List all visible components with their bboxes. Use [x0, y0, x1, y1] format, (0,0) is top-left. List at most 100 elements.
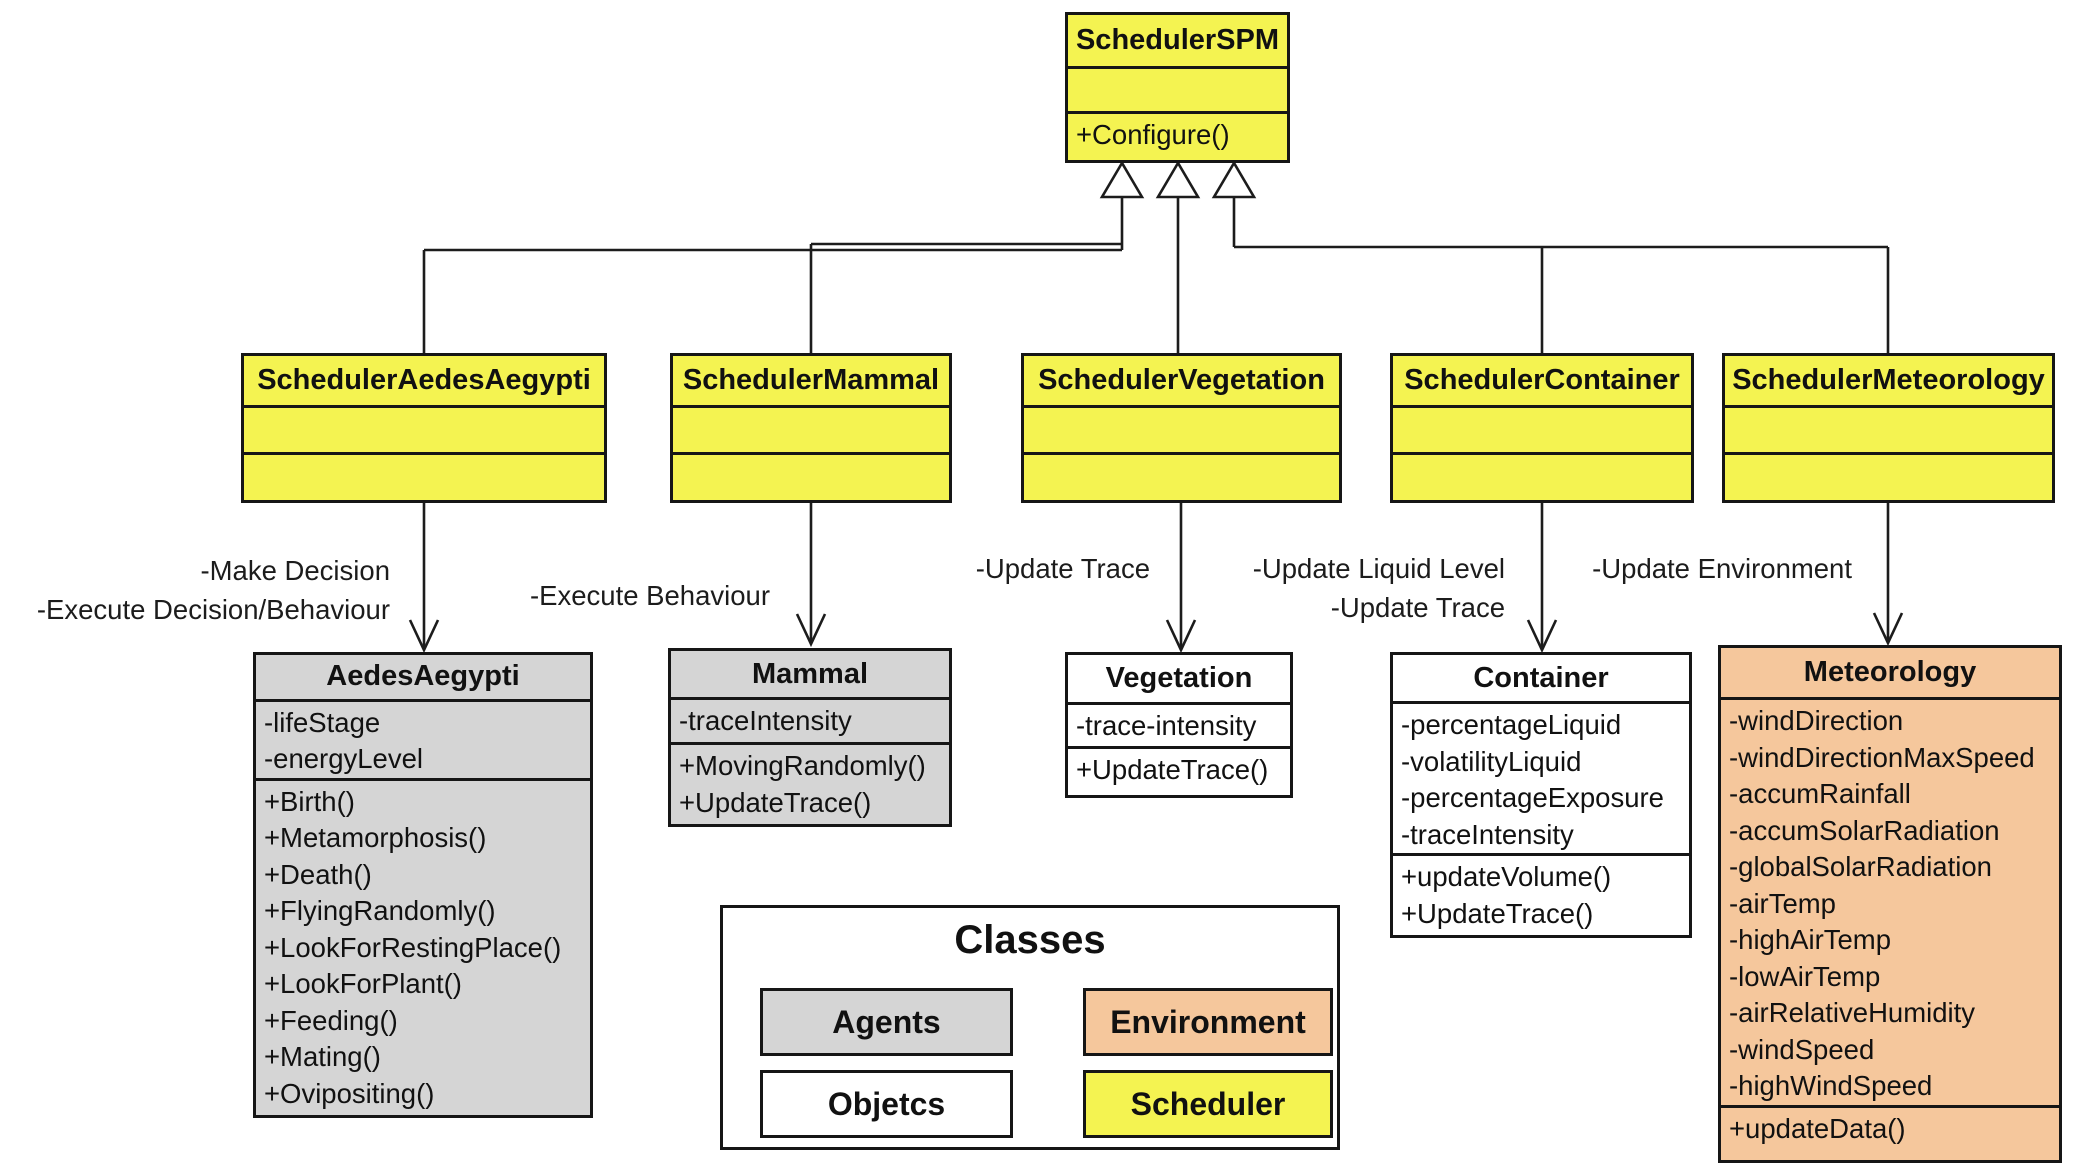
methods-compartment [1725, 455, 2052, 500]
attributes-compartment: -lifeStage -energyLevel [256, 702, 590, 781]
class-box-scheduler-spm: SchedulerSPM +Configure() [1065, 12, 1290, 163]
attribute: -highAirTemp [1729, 924, 1892, 955]
edge-label-line: -Make Decision [200, 555, 390, 586]
class-box-vegetation: Vegetation -trace-intensity +UpdateTrace… [1065, 652, 1293, 798]
class-box-scheduler-vegetation: SchedulerVegetation [1021, 353, 1342, 503]
class-name: Meteorology [1721, 648, 2059, 700]
method: +Metamorphosis() [264, 822, 487, 853]
method: +MovingRandomly() [679, 750, 926, 781]
edge-label-line: -Update Trace [975, 553, 1150, 584]
attribute: -traceIntensity [679, 705, 852, 736]
class-name: SchedulerMammal [673, 356, 949, 408]
method: +updateData() [1729, 1113, 1906, 1144]
method: +Configure() [1076, 119, 1230, 150]
legend-item-objects: Objetcs [760, 1070, 1013, 1138]
attribute: -accumSolarRadiation [1729, 814, 2000, 846]
methods-compartment [1393, 455, 1691, 500]
attribute: -accumRainfall [1729, 778, 1911, 809]
methods-compartment: +UpdateTrace() [1068, 749, 1290, 795]
class-name: SchedulerMeteorology [1725, 356, 2052, 408]
methods-compartment: +Birth() +Metamorphosis() +Death() +Flyi… [256, 781, 590, 1116]
class-box-meteorology: Meteorology -windDirection -windDirectio… [1718, 645, 2062, 1163]
attributes-compartment [673, 408, 949, 455]
methods-compartment [244, 455, 604, 500]
edge-label-line: -Execute Behaviour [530, 580, 770, 611]
method: +Birth() [264, 785, 355, 817]
class-name: Mammal [671, 651, 949, 700]
method: +Ovipositing() [264, 1077, 435, 1109]
attributes-compartment [1068, 69, 1287, 114]
attribute: -volatilityLiquid [1401, 745, 1582, 777]
class-box-aedes-aegypti: AedesAegypti -lifeStage -energyLevel +Bi… [253, 652, 593, 1118]
methods-compartment: +updateVolume() +UpdateTrace() [1393, 856, 1689, 935]
attributes-compartment: -trace-intensity [1068, 705, 1290, 749]
class-box-scheduler-meteorology: SchedulerMeteorology [1722, 353, 2055, 503]
legend-item-agents: Agents [760, 988, 1013, 1056]
generalization-triangle-icon [1099, 160, 1145, 199]
edge-label-aedes: -Make Decision -Execute Decision/Behavio… [0, 551, 390, 629]
method: +Death() [264, 858, 372, 890]
edge-label-meteorology: -Update Environment [1560, 549, 1852, 588]
attributes-compartment: -traceIntensity [671, 700, 949, 745]
edge-label-line: -Update Liquid Level [1252, 553, 1505, 584]
class-box-scheduler-container: SchedulerContainer [1390, 353, 1694, 503]
attributes-compartment: -windDirection -windDirectionMaxSpeed -a… [1721, 700, 2059, 1108]
edge-label-line: -Execute Decision/Behaviour [36, 594, 390, 625]
legend-title: Classes [954, 918, 1106, 962]
class-box-scheduler-mammal: SchedulerMammal [670, 353, 952, 503]
class-name: SchedulerSPM [1068, 15, 1287, 69]
edge-label-container: -Update Liquid Level -Update Trace [1150, 549, 1505, 627]
class-name: SchedulerVegetation [1024, 356, 1339, 408]
attribute: -windSpeed [1729, 1033, 1875, 1065]
methods-compartment [673, 455, 949, 500]
methods-compartment: +updateData() [1721, 1108, 2059, 1160]
attribute: -trace-intensity [1076, 710, 1257, 741]
attribute: -airRelativeHumidity [1729, 997, 1976, 1028]
method: +updateVolume() [1401, 861, 1612, 892]
attributes-compartment [1393, 408, 1691, 455]
attribute: -airTemp [1729, 887, 1836, 919]
attribute: -highWindSpeed [1729, 1070, 1933, 1101]
class-name: AedesAegypti [256, 655, 590, 702]
edge-label-line: -Update Trace [1330, 592, 1505, 623]
class-box-mammal: Mammal -traceIntensity +MovingRandomly()… [668, 648, 952, 827]
method: +UpdateTrace() [1076, 754, 1269, 785]
method: +LookForRestingPlace() [264, 931, 562, 963]
method: +FlyingRandomly() [264, 895, 496, 926]
methods-compartment: +MovingRandomly() +UpdateTrace() [671, 745, 949, 824]
attribute: -lowAirTemp [1729, 960, 1881, 992]
edge-label-line: -Update Environment [1592, 553, 1852, 584]
attributes-compartment [1024, 408, 1339, 455]
method: +LookForPlant() [264, 968, 462, 999]
class-name: SchedulerContainer [1393, 356, 1691, 408]
arrowhead-meteorology [1872, 612, 1904, 647]
generalization-triangle-icon [1155, 160, 1201, 199]
attributes-compartment [244, 408, 604, 455]
arrowhead-aedes [408, 619, 440, 654]
attribute: -percentageExposure [1401, 782, 1664, 813]
methods-compartment: +Configure() [1068, 114, 1287, 160]
arrowhead-container [1526, 619, 1558, 654]
attribute: -traceIntensity [1401, 818, 1574, 850]
edge-label-vegetation: -Update Trace [900, 549, 1150, 588]
attribute: -windDirectionMaxSpeed [1729, 741, 2035, 773]
legend-item-environment: Environment [1083, 988, 1333, 1056]
attribute: -percentageLiquid [1401, 709, 1622, 740]
arrowhead-mammal [795, 613, 827, 648]
class-box-container: Container -percentageLiquid -volatilityL… [1390, 652, 1692, 938]
class-name: Vegetation [1068, 655, 1290, 705]
class-box-scheduler-aedes-aegypti: SchedulerAedesAegypti [241, 353, 607, 503]
method: +Mating() [264, 1041, 381, 1072]
attribute: -energyLevel [264, 743, 423, 774]
legend-item-scheduler: Scheduler [1083, 1070, 1333, 1138]
attributes-compartment: -percentageLiquid -volatilityLiquid -per… [1393, 704, 1689, 856]
method: +UpdateTrace() [1401, 897, 1594, 929]
generalization-triangle-icon [1211, 160, 1257, 199]
method: +UpdateTrace() [679, 786, 872, 818]
attribute: -windDirection [1729, 705, 1904, 736]
class-name: SchedulerAedesAegypti [244, 356, 604, 408]
attributes-compartment [1725, 408, 2052, 455]
attribute: -globalSolarRadiation [1729, 851, 1992, 882]
